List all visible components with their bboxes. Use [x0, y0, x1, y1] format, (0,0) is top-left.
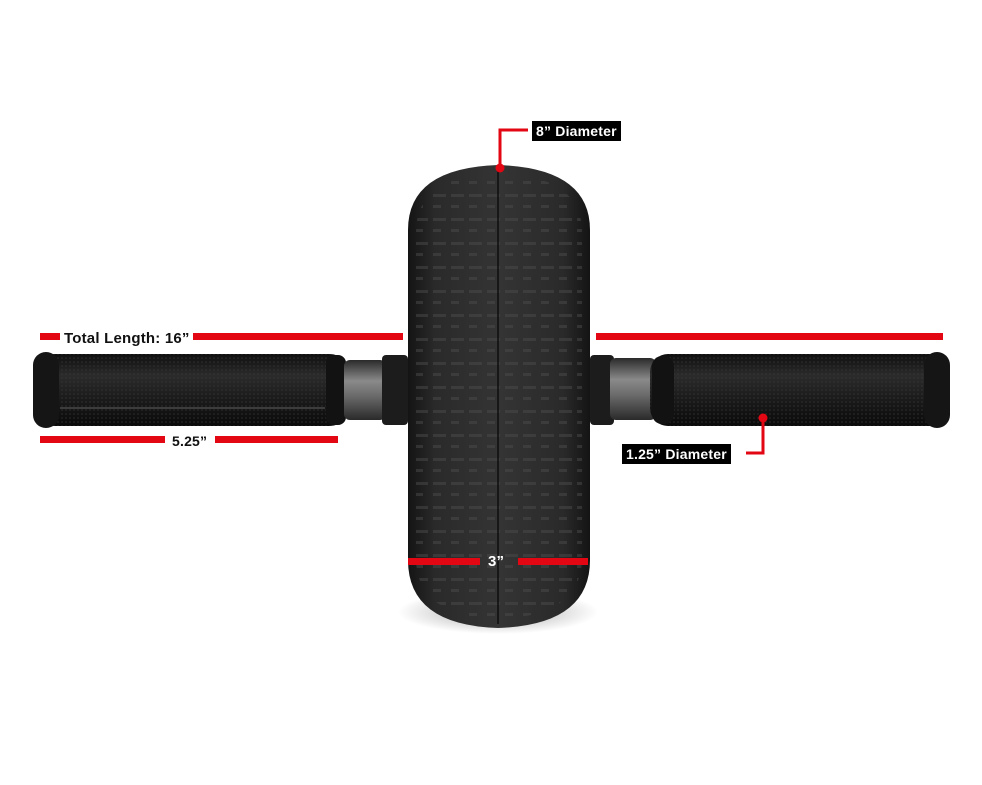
wheel — [408, 165, 590, 628]
wheel-width-line-right — [518, 558, 588, 565]
wheel-width-label: 3” — [488, 553, 505, 570]
wheel-width-line-left — [408, 558, 480, 565]
left-hub — [344, 355, 408, 425]
total-length-line-left — [40, 333, 60, 340]
grip-diameter-label: 1.25” Diameter — [622, 444, 731, 464]
grip-diameter-marker-dot — [758, 413, 768, 423]
right-grip — [650, 352, 950, 428]
wheel-diameter-marker-dot — [495, 163, 505, 173]
right-hub — [590, 355, 656, 425]
left-grip — [33, 352, 348, 428]
grip-diameter-leader — [746, 418, 765, 455]
wheel-diameter-label: 8” Diameter — [532, 121, 621, 141]
grip-length-label: 5.25” — [170, 432, 210, 450]
grip-length-line-left — [40, 436, 165, 443]
total-length-line-right — [596, 333, 943, 340]
dimension-lines — [40, 333, 943, 565]
wheel-diameter-leader — [498, 128, 528, 168]
grip-length-line-right — [215, 436, 338, 443]
total-length-line-mid — [193, 333, 403, 340]
total-length-label: Total Length: 16” — [62, 329, 192, 348]
